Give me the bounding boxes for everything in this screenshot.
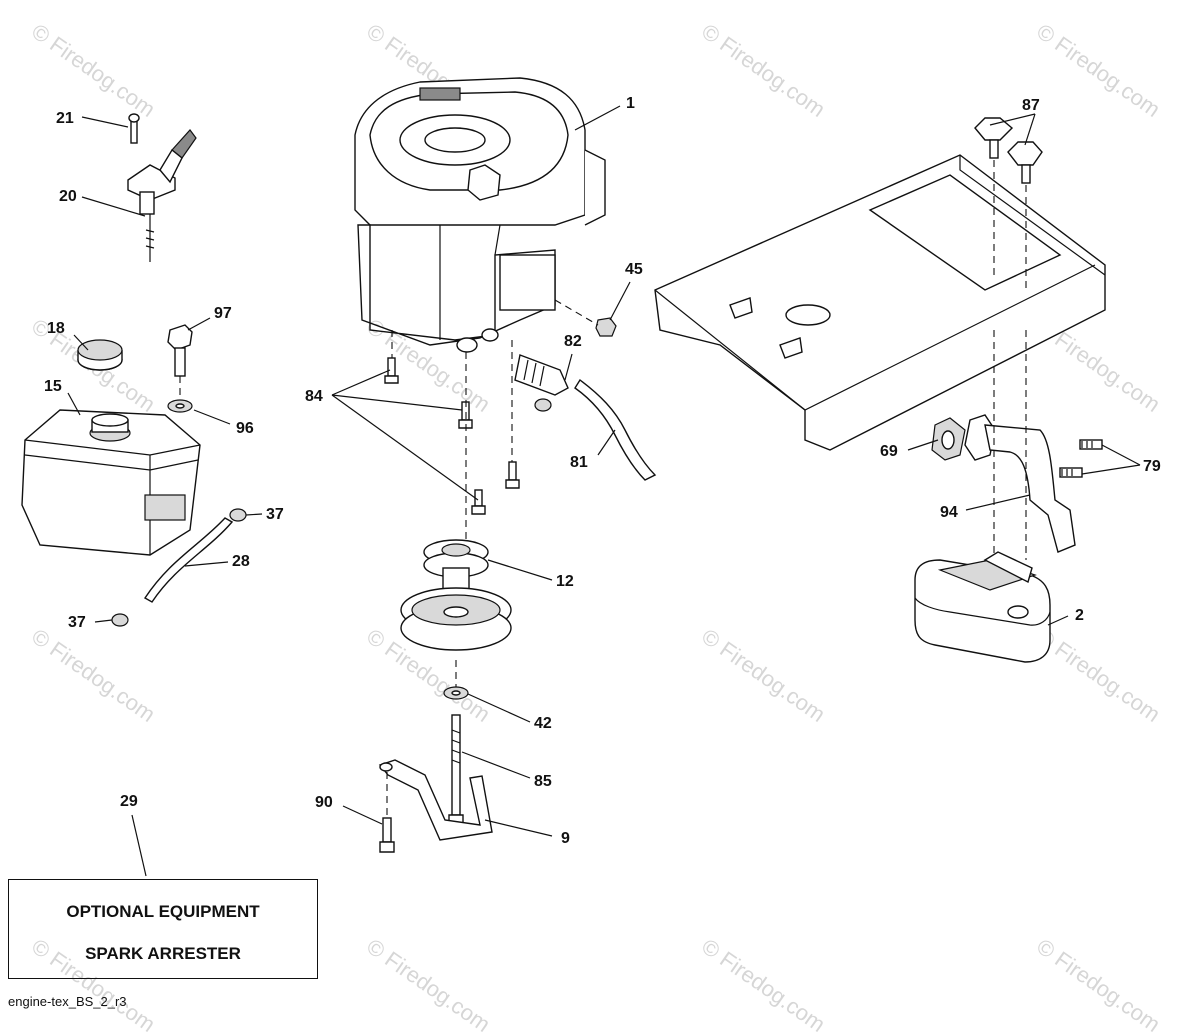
fuel-cap: [77, 339, 123, 371]
callout-90: 90: [315, 794, 333, 811]
callout-84: 84: [305, 388, 323, 405]
bracket-9: [378, 759, 493, 853]
callout-85: 85: [534, 773, 552, 790]
callout-81: 81: [570, 454, 588, 471]
callout-82: 82: [564, 333, 582, 350]
watermark: © Firedog.com: [1032, 19, 1165, 122]
callout-29: 29: [120, 793, 138, 810]
spark-arrester-label: SPARK ARRESTER: [85, 944, 241, 963]
chassis-frame: [654, 154, 1106, 451]
callout-69: 69: [880, 443, 898, 460]
drawing-code: engine-tex_BS_2_r3: [8, 994, 127, 1009]
callout-18: 18: [47, 320, 65, 337]
alignment-lines: [391, 299, 599, 688]
watermark: © Firedog.com: [697, 19, 830, 122]
bolt-washer-97-96: [167, 324, 193, 413]
callout-87: 87: [1022, 97, 1040, 114]
watermark: © Firedog.com: [27, 624, 160, 727]
optional-equipment-box: OPTIONAL EQUIPMENT SPARK ARRESTER: [8, 879, 318, 979]
throttle-control: [127, 113, 197, 262]
knobs-87: [974, 117, 1043, 290]
watermark: © Firedog.com: [362, 934, 495, 1032]
callout-37-upper: 37: [266, 506, 284, 523]
optional-equipment-label: OPTIONAL EQUIPMENT: [66, 902, 260, 921]
callout-2: 2: [1075, 607, 1084, 624]
nut-45: [595, 317, 617, 337]
engine: [354, 77, 606, 353]
callout-97: 97: [214, 305, 232, 322]
fuel-tank: [21, 409, 201, 556]
callout-45: 45: [625, 261, 643, 278]
callouts: 21 20 1 87 45 97 18 82 15 84 96 69 81 79…: [44, 95, 1161, 847]
watermark: © Firedog.com: [27, 19, 160, 122]
callout-1: 1: [626, 95, 635, 112]
callout-12: 12: [556, 573, 574, 590]
fuel-hose: [111, 508, 247, 627]
callout-21: 21: [56, 110, 74, 127]
callout-94: 94: [940, 504, 958, 521]
callout-28: 28: [232, 553, 250, 570]
exhaust-assembly: [931, 330, 1103, 580]
watermark: © Firedog.com: [697, 934, 830, 1032]
callout-9: 9: [561, 830, 570, 847]
watermark: © Firedog.com: [1032, 624, 1165, 727]
callout-15: 15: [44, 378, 62, 395]
watermark: © Firedog.com: [697, 624, 830, 727]
callout-37-lower: 37: [68, 614, 86, 631]
muffler: [914, 551, 1051, 663]
callout-20: 20: [59, 188, 77, 205]
leader-lines: [67, 105, 1141, 877]
callout-79: 79: [1143, 458, 1161, 475]
pulley: [400, 539, 512, 651]
callout-96: 96: [236, 420, 254, 437]
callout-42: 42: [534, 715, 552, 732]
watermark: © Firedog.com: [1032, 934, 1165, 1032]
